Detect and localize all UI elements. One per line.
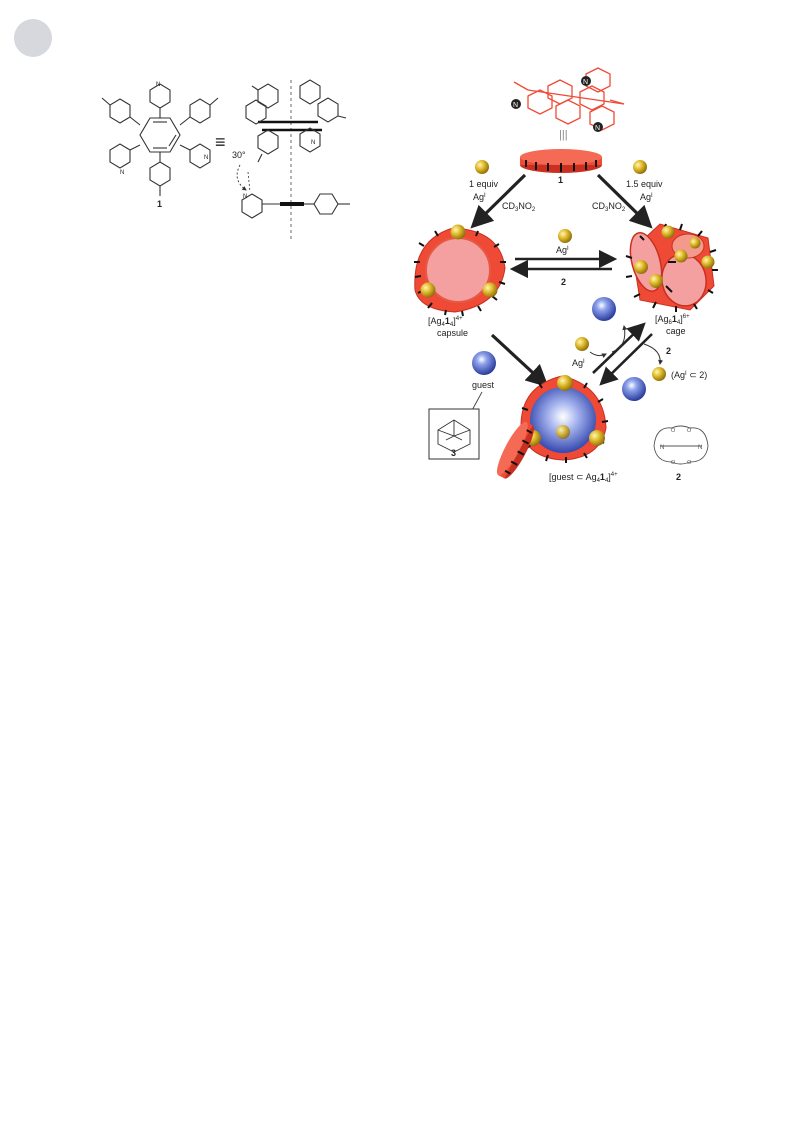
guest-sphere-bound (622, 377, 646, 401)
ag-sphere-complexed (652, 367, 666, 381)
guest-label: guest (472, 380, 495, 390)
n-atom-side: N (311, 140, 315, 146)
n-atom-fragment: N (243, 194, 247, 200)
cryptand-label: 2 (676, 472, 681, 482)
svg-text:N: N (595, 125, 600, 132)
cage-formula: [Ag614]6+ (655, 314, 690, 326)
n-markers: N N N (511, 76, 603, 132)
ag-sphere-top-equilibrium (558, 229, 572, 243)
equivalence-symbol: ≡ (215, 132, 226, 152)
right-solvent: CD3NO2 (592, 201, 626, 213)
arrow-capsule-to-complex (490, 333, 549, 388)
left-amount: 1 equiv (469, 179, 499, 189)
guest-sphere (472, 351, 496, 375)
right-amount: 1.5 equiv (626, 179, 663, 189)
equilibrium-right-agent: 2 (666, 346, 671, 356)
svg-text:AgI: AgI (572, 358, 585, 368)
svg-text:O: O (687, 460, 692, 466)
guest-complex-assembly (496, 375, 609, 479)
ag-crown-complex: (AgI ⊂ 2) (671, 370, 707, 380)
ag-sphere-right-equilibrium (575, 337, 589, 351)
svg-text:N: N (513, 102, 518, 109)
adamantane-box: 3 (428, 408, 480, 460)
ligand-label: 1 (558, 175, 563, 185)
ag-sphere-left-reagent (475, 160, 489, 174)
cage-assembly (625, 223, 718, 312)
cage-name: cage (666, 326, 686, 336)
left-solvent: CD3NO2 (502, 201, 536, 213)
structure-side-view: N 30° N (232, 79, 350, 240)
svg-text:O: O (687, 428, 692, 434)
ag-sphere-right-reagent (633, 160, 647, 174)
svg-text:AgI: AgI (556, 245, 569, 255)
capsule-name: capsule (437, 328, 468, 338)
ligand-disc (520, 149, 602, 173)
arrow-to-cage (596, 173, 653, 229)
svg-text:3: 3 (451, 448, 456, 458)
svg-text:N: N (698, 445, 702, 451)
svg-text:O: O (671, 428, 676, 434)
complex-formula: [guest ⊂ Ag414]4+ (549, 472, 618, 484)
n-atom-right: N (204, 155, 208, 161)
structure-1: N N N 1 (101, 82, 219, 209)
n-atom-left: N (120, 170, 124, 176)
capsule-formula: [Ag414]4+ (428, 316, 463, 328)
equilibrium-top-reverse-label: 2 (561, 277, 566, 287)
arrow-to-capsule (470, 173, 527, 229)
compound-label-left: 1 (157, 199, 162, 209)
equilibrium-to-complex-arrow (599, 333, 653, 386)
n-atom-top: N (156, 82, 160, 88)
svg-text:AgI: AgI (640, 192, 653, 202)
guest-sphere-released (592, 297, 616, 321)
svg-text:N: N (660, 445, 664, 451)
section-badge (14, 19, 52, 57)
svg-text:N: N (583, 79, 588, 86)
cryptand-2 (653, 425, 709, 465)
parallel-symbol: ||| (559, 129, 568, 141)
capsule-assembly (414, 224, 506, 317)
red-molecule (513, 67, 625, 131)
svg-text:O: O (671, 460, 676, 466)
svg-text:AgI: AgI (473, 192, 486, 202)
angle-label: 30° (232, 150, 246, 160)
